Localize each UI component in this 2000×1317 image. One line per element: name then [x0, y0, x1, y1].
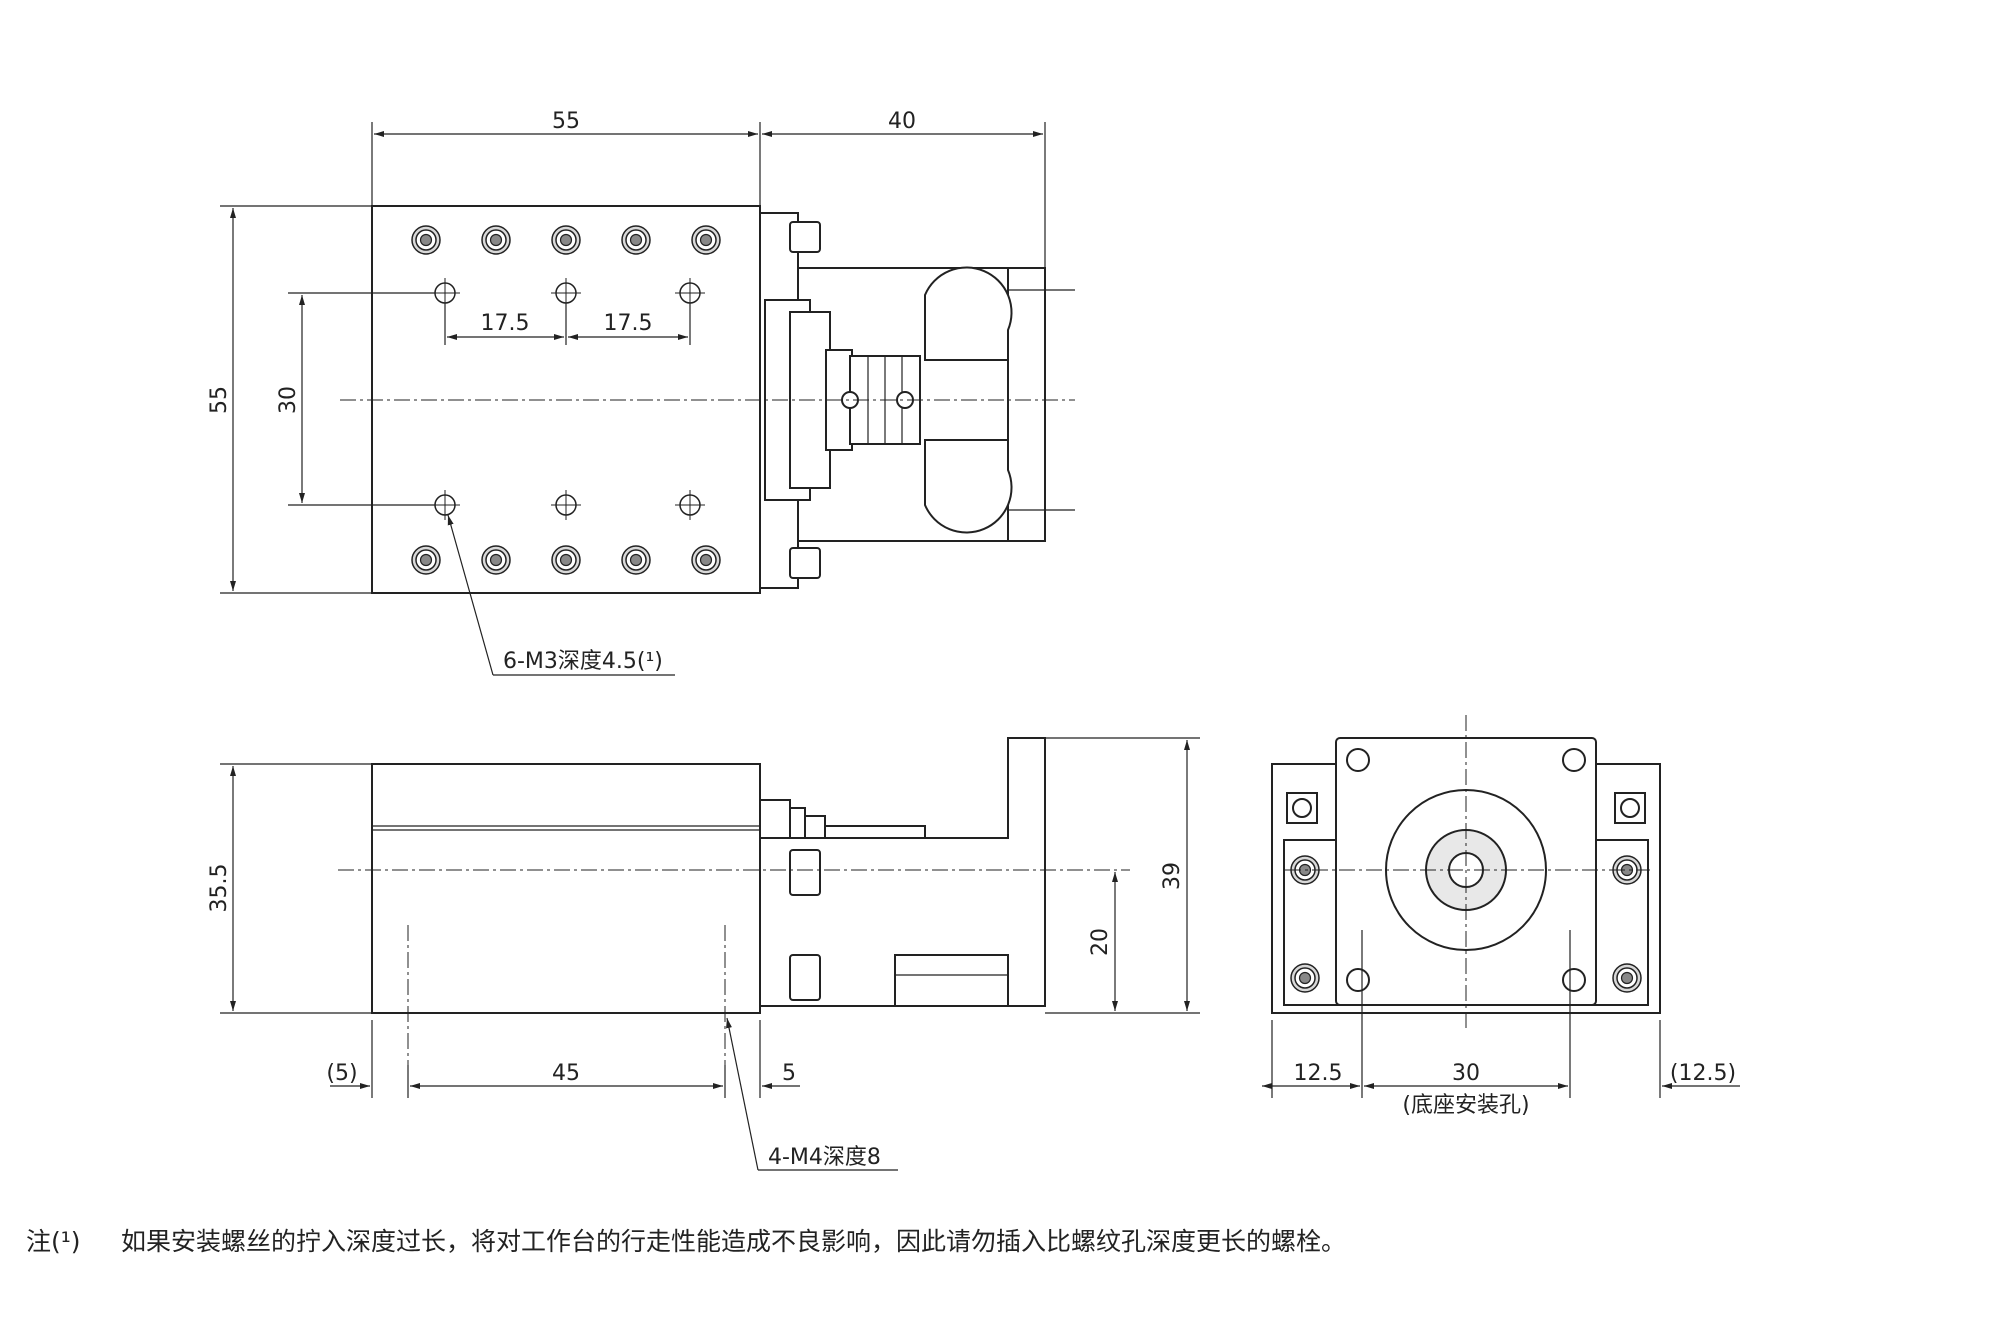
end-view: 12.5 30 (12.5) (底座安装孔) — [1262, 715, 1740, 1118]
footnote: 注(¹) 如果安装螺丝的拧入深度过长，将对工作台的行走性能造成不良影响，因此请勿插… — [26, 1222, 1346, 1258]
side-view: 35.5 39 20 (5) 45 5 4-M4深度8 — [207, 737, 1200, 1171]
dim-right-12-5: (12.5) — [1670, 1061, 1736, 1086]
dim-left-12-5: 12.5 — [1294, 1061, 1343, 1086]
dim-height-35-5: 35.5 — [207, 864, 232, 913]
stage-side-body — [371, 763, 761, 1014]
dim-height-55: 55 — [207, 386, 232, 414]
callout-6-m3: 6-M3深度4.5(¹) — [503, 649, 663, 674]
dim-pitch-17-5-a: 17.5 — [481, 311, 530, 336]
dim-hole-spacing-30: 30 — [276, 386, 301, 414]
top-view: 55 40 55 30 17.5 17.5 6-M3深度4.5(¹) — [207, 109, 1075, 676]
dim-pitch-17-5-b: 17.5 — [604, 311, 653, 336]
dim-overall-39: 39 — [1160, 862, 1185, 890]
dim-motor-40: 40 — [888, 109, 916, 134]
dim-hole-span-45: 45 — [552, 1061, 580, 1086]
callout-4-m4: 4-M4深度8 — [768, 1145, 881, 1170]
footnote-label: 注(¹) — [26, 1227, 81, 1256]
dim-right-offset-5: 5 — [782, 1061, 796, 1086]
dim-axis-20: 20 — [1088, 928, 1113, 956]
dim-center-30: 30 — [1452, 1061, 1480, 1086]
dim-left-offset-5: (5) — [326, 1061, 357, 1086]
footnote-text: 如果安装螺丝的拧入深度过长，将对工作台的行走性能造成不良影响，因此请勿插入比螺纹… — [121, 1227, 1347, 1256]
dim-center-note: (底座安装孔) — [1402, 1093, 1529, 1118]
dim-width-55: 55 — [552, 109, 580, 134]
